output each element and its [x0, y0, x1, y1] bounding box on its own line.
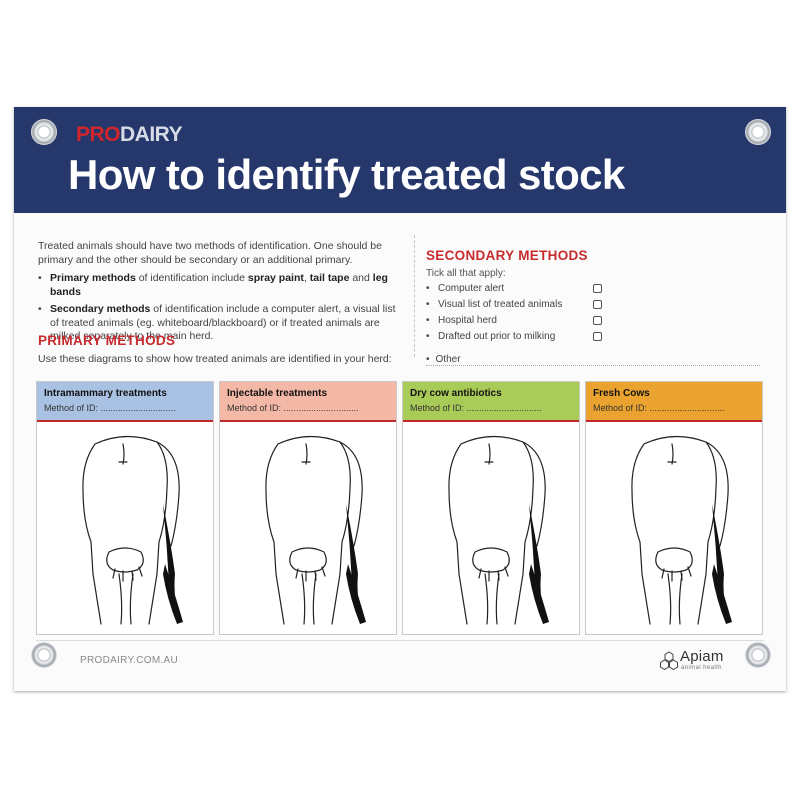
tick-instruction: Tick all that apply:	[426, 268, 506, 279]
checkbox[interactable]	[593, 316, 602, 325]
checklist-label: Visual list of treated animals	[438, 299, 563, 310]
bullet-dot: •	[38, 303, 42, 315]
method-of-id-field[interactable]: Method of ID: ..........................…	[410, 403, 542, 413]
bullet-secondary-methods: • Secondary methods of identification in…	[38, 303, 398, 344]
bullet-bold-item: tail tape	[309, 272, 350, 284]
cow-rear-view-icon	[448, 435, 549, 625]
panel-title: Intramammary treatments	[44, 388, 167, 399]
panel-header: Injectable treatments Method of ID: ....…	[220, 382, 396, 422]
panel-intramammary-treatments: Intramammary treatments Method of ID: ..…	[36, 381, 214, 635]
checklist-label: Drafted out prior to milking	[438, 331, 556, 342]
bullet-dot: •	[426, 331, 430, 342]
secondary-checklist: • Computer alert • Visual list of treate…	[426, 283, 602, 347]
bullet-dot: •	[426, 299, 430, 310]
bullet-separator: ,	[303, 272, 310, 284]
grommet-icon	[745, 119, 771, 145]
bullet-bold-label: Primary methods	[50, 272, 136, 284]
panel-title: Injectable treatments	[227, 388, 328, 399]
checklist-label: Hospital herd	[438, 315, 497, 326]
header-banner: PRODAIRY How to identify treated stock	[14, 107, 786, 213]
panel-title: Dry cow antibiotics	[410, 388, 502, 399]
grommet-icon	[745, 642, 771, 668]
bullet-dot: •	[426, 315, 430, 326]
logo-tagline: animal health	[681, 665, 722, 671]
method-of-id-field[interactable]: Method of ID: ..........................…	[593, 403, 725, 413]
panel-injectable-treatments: Injectable treatments Method of ID: ....…	[219, 381, 397, 635]
primary-methods-heading: PRIMARY METHODS	[38, 333, 176, 348]
method-of-id-field[interactable]: Method of ID: ..........................…	[44, 403, 176, 413]
panel-header: Fresh Cows Method of ID: ...............…	[586, 382, 762, 422]
logo-pro-text: PRO	[76, 123, 121, 146]
footer-divider	[36, 640, 764, 641]
apiam-logo: Apiam animal health	[660, 648, 770, 674]
cow-rear-view-icon	[631, 435, 732, 625]
prodairy-logo: PRODAIRY	[76, 123, 183, 147]
primary-methods-subtext: Use these diagrams to show how treated a…	[38, 353, 392, 365]
checklist-item-drafted-out: • Drafted out prior to milking	[426, 331, 602, 347]
bullet-separator: and	[349, 272, 373, 284]
bullet-dot: •	[426, 283, 430, 294]
bullet-dot: •	[38, 272, 42, 284]
grommet-icon	[31, 119, 57, 145]
checklist-item-hospital-herd: • Hospital herd	[426, 315, 602, 331]
logo-name: Apiam	[680, 648, 724, 665]
website-url: PRODAIRY.COM.AU	[80, 655, 179, 666]
panel-title: Fresh Cows	[593, 388, 650, 399]
page-title: How to identify treated stock	[68, 151, 625, 198]
bullet-text: of identification include a computer ale…	[50, 303, 396, 342]
other-write-in-field[interactable]: • Other	[426, 354, 760, 366]
other-label: Other	[435, 354, 461, 365]
checkbox[interactable]	[593, 284, 602, 293]
panel-fresh-cows: Fresh Cows Method of ID: ...............…	[585, 381, 763, 635]
hexagon-cluster-icon	[660, 651, 678, 671]
cow-rear-view-icon	[82, 435, 183, 625]
column-divider	[414, 235, 415, 357]
bullet-dot: •	[426, 354, 430, 365]
method-of-id-field[interactable]: Method of ID: ..........................…	[227, 403, 359, 413]
bullet-bold-label: Secondary methods	[50, 303, 151, 315]
grommet-icon	[31, 642, 57, 668]
panel-dry-cow-antibiotics: Dry cow antibiotics Method of ID: ......…	[402, 381, 580, 635]
secondary-methods-heading: SECONDARY METHODS	[426, 248, 588, 263]
bullet-bold-item: spray paint	[247, 272, 304, 284]
checklist-label: Computer alert	[438, 283, 505, 294]
method-bullets: • Primary methods of identification incl…	[38, 272, 398, 348]
logo-dairy-text: DAIRY	[120, 123, 183, 146]
cow-rear-view-icon	[265, 435, 366, 625]
poster-sign: PRODAIRY How to identify treated stock T…	[14, 107, 786, 691]
bullet-primary-methods: • Primary methods of identification incl…	[38, 272, 398, 299]
checkbox[interactable]	[593, 300, 602, 309]
panel-header: Dry cow antibiotics Method of ID: ......…	[403, 382, 579, 422]
panel-header: Intramammary treatments Method of ID: ..…	[37, 382, 213, 422]
checklist-item-computer-alert: • Computer alert	[426, 283, 602, 299]
bullet-text: of identification include	[135, 272, 248, 284]
checkbox[interactable]	[593, 332, 602, 341]
checklist-item-visual-list: • Visual list of treated animals	[426, 299, 602, 315]
bullet-bold-item: leg bands	[50, 272, 388, 298]
intro-paragraph: Treated animals should have two methods …	[38, 240, 382, 266]
